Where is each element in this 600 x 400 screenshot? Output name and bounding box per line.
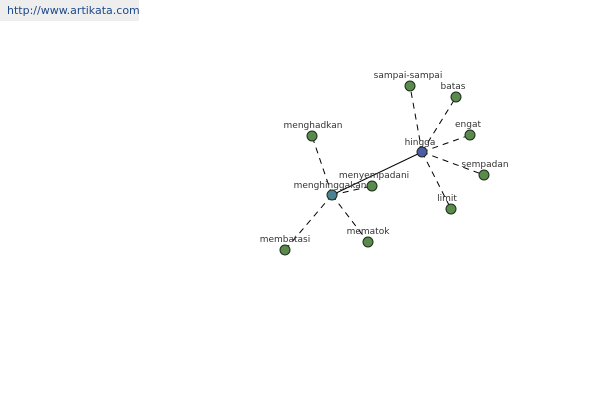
- graph-nodes: [279, 80, 490, 256]
- node-label-menghinggakan: menghinggakan: [294, 181, 367, 191]
- edge-hingga-sampai-sampai: [409, 85, 423, 153]
- node-menghadkan[interactable]: [306, 130, 318, 142]
- node-label-menyempadani: menyempadani: [339, 171, 409, 181]
- site-link[interactable]: http://www.artikata.com: [7, 4, 140, 17]
- node-sempadan[interactable]: [478, 169, 490, 181]
- edge-hingga-menghinggakan: [331, 151, 423, 196]
- node-hingga[interactable]: [416, 146, 428, 158]
- node-batas[interactable]: [450, 91, 462, 103]
- node-mematok[interactable]: [362, 236, 374, 248]
- edge-menghinggakan-mematok: [331, 194, 369, 243]
- edge-hingga-sempadan: [421, 151, 485, 176]
- node-label-limit: limit: [437, 194, 457, 204]
- node-label-mematok: mematok: [347, 227, 391, 237]
- node-label-membatasi: membatasi: [260, 235, 311, 245]
- node-label-engat: engat: [455, 120, 481, 130]
- graph-edges: [284, 85, 485, 251]
- node-engat[interactable]: [464, 129, 476, 141]
- edge-menghinggakan-menyempadani: [331, 185, 373, 196]
- node-sampai-sampai[interactable]: [404, 80, 416, 92]
- node-label-batas: batas: [441, 82, 466, 92]
- edge-menghinggakan-membatasi: [284, 194, 333, 251]
- node-label-hingga: hingga: [405, 138, 436, 148]
- site-banner: http://www.artikata.com: [0, 0, 140, 21]
- node-label-sempadan: sempadan: [461, 160, 508, 170]
- node-membatasi[interactable]: [279, 244, 291, 256]
- node-label-menghadkan: menghadkan: [284, 121, 343, 131]
- node-menyempadani[interactable]: [366, 180, 378, 192]
- node-menghinggakan[interactable]: [326, 189, 338, 201]
- node-limit[interactable]: [445, 203, 457, 215]
- edge-hingga-engat: [421, 134, 471, 153]
- node-label-sampai-sampai: sampai-sampai: [374, 71, 443, 81]
